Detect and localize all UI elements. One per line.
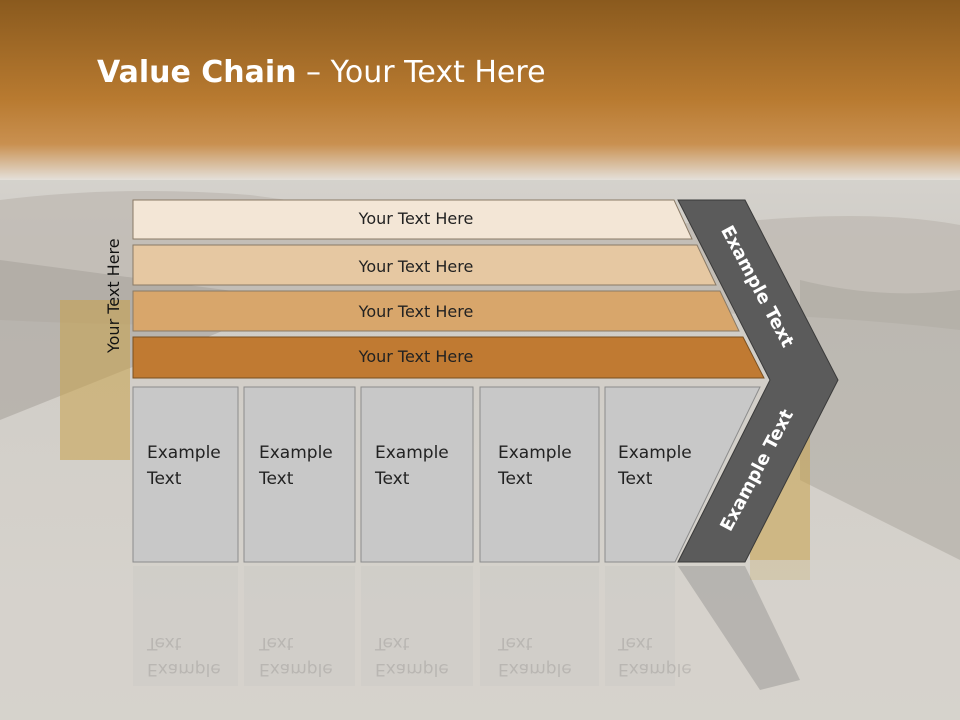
bar-2-label: Your Text Here bbox=[358, 257, 474, 276]
box-3 bbox=[360, 386, 474, 563]
box-2-line2: Text bbox=[259, 469, 294, 489]
box-1-line2: Text bbox=[147, 469, 182, 489]
box-4-line2: Text bbox=[498, 469, 533, 489]
box-4 bbox=[479, 386, 600, 563]
box-1 bbox=[132, 386, 239, 563]
box-3-line1: Example bbox=[375, 443, 449, 463]
bar-2 bbox=[132, 244, 717, 286]
title-bold: Value Chain bbox=[97, 55, 297, 90]
bar-4-label: Your Text Here bbox=[358, 347, 474, 366]
box-2 bbox=[243, 386, 356, 563]
bar-3 bbox=[132, 290, 740, 332]
bar-1 bbox=[132, 199, 693, 240]
slide-title: Value Chain – Your Text Here bbox=[97, 55, 546, 90]
bar-4 bbox=[132, 336, 765, 379]
chevron-arrow bbox=[677, 199, 839, 563]
box-5-line1: Example bbox=[618, 443, 692, 463]
bar-1-label: Your Text Here bbox=[358, 209, 474, 228]
box-1-line1: Example bbox=[147, 443, 221, 463]
title-rest: – Your Text Here bbox=[296, 55, 546, 90]
box-5-line2: Text bbox=[618, 469, 653, 489]
box-3-line2: Text bbox=[375, 469, 410, 489]
bar-3-label: Your Text Here bbox=[358, 302, 474, 321]
box-2-line1: Example bbox=[259, 443, 333, 463]
box-4-line1: Example bbox=[498, 443, 572, 463]
box-5 bbox=[604, 386, 761, 563]
